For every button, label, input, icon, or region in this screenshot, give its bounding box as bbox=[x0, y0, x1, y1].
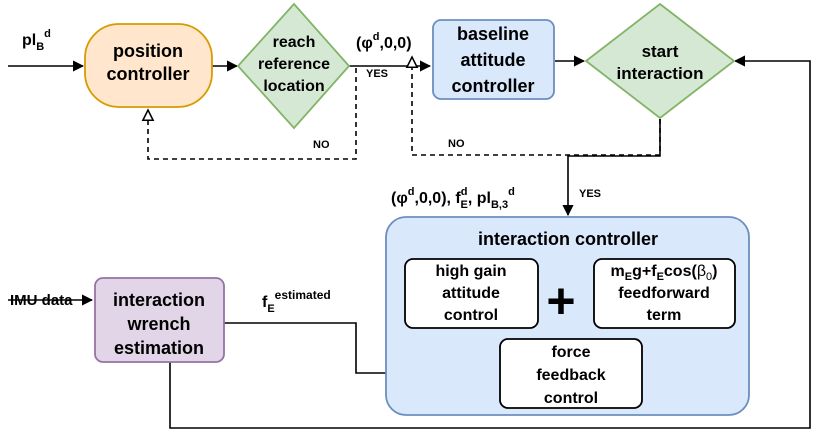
wrench-estimation-label-3: estimation bbox=[114, 338, 204, 358]
start-interaction-shape bbox=[584, 2, 736, 120]
edge-reach-no-loop bbox=[148, 68, 357, 160]
interaction-controller-title: interaction controller bbox=[478, 229, 658, 249]
yes-label-start: YES bbox=[579, 188, 601, 200]
yes-label-reach: YES bbox=[366, 68, 388, 80]
input-pl-label: plBd bbox=[22, 28, 51, 53]
wrench-estimation-node: interaction wrench estimation bbox=[94, 277, 225, 363]
plus-symbol: + bbox=[546, 273, 575, 329]
position-controller-label-1: position bbox=[113, 41, 183, 61]
start-interaction-label-2: interaction bbox=[617, 64, 704, 83]
position-controller-label-2: controller bbox=[106, 64, 189, 84]
baseline-attitude-label-3: controller bbox=[451, 76, 534, 96]
feedforward-node: mEg+fEcos(β0) feedforward term bbox=[593, 258, 736, 329]
no-label-start: NO bbox=[448, 138, 465, 150]
f-estimated-label: fEestimated bbox=[262, 288, 331, 315]
high-gain-node: high gain attitude control bbox=[404, 258, 539, 329]
reach-reference-node: reach reference location bbox=[236, 2, 351, 130]
feedforward-label-2: term bbox=[647, 307, 682, 324]
imu-data-label: IMU data bbox=[10, 292, 73, 309]
force-feedback-label-1: force bbox=[551, 344, 590, 361]
feedforward-shape bbox=[593, 258, 736, 329]
baseline-attitude-shape bbox=[432, 19, 555, 100]
reach-reference-shape bbox=[236, 2, 351, 130]
feedforward-label-1: feedforward bbox=[618, 285, 710, 302]
force-feedback-node: force feedback control bbox=[499, 338, 643, 409]
start-interaction-label-1: start bbox=[642, 42, 679, 61]
high-gain-label-2: attitude bbox=[442, 285, 500, 302]
force-feedback-label-2: feedback bbox=[536, 367, 605, 384]
edge-start-yes-to-ic bbox=[562, 119, 661, 217]
start-interaction-node: start interaction bbox=[584, 2, 736, 120]
wrench-estimation-label-2: wrench bbox=[126, 314, 190, 334]
high-gain-label-1: high gain bbox=[435, 263, 506, 280]
reach-reference-label-1: reach bbox=[273, 34, 316, 51]
position-controller-shape bbox=[84, 23, 213, 108]
force-feedback-label-3: control bbox=[544, 390, 598, 407]
feedforward-formula: mEg+fEcos(β0) bbox=[611, 263, 718, 283]
high-gain-label-3: control bbox=[444, 307, 498, 324]
edge-wrench-to-start bbox=[169, 55, 811, 429]
high-gain-shape bbox=[404, 258, 539, 329]
no-label-reach: NO bbox=[313, 139, 330, 151]
edges bbox=[8, 55, 811, 429]
baseline-attitude-label-1: baseline bbox=[457, 24, 529, 44]
wrench-estimation-label-1: interaction bbox=[113, 290, 205, 310]
baseline-attitude-label-2: attitude bbox=[461, 50, 526, 70]
reach-reference-label-3: location bbox=[263, 78, 324, 95]
reach-reference-label-2: reference bbox=[258, 56, 330, 73]
position-controller-node: position controller bbox=[84, 23, 213, 108]
phi-zero-label: (φd,0,0) bbox=[356, 31, 412, 52]
wrench-estimation-shape bbox=[94, 277, 225, 363]
force-feedback-shape bbox=[499, 338, 643, 409]
baseline-attitude-node: baseline attitude controller bbox=[432, 19, 555, 100]
